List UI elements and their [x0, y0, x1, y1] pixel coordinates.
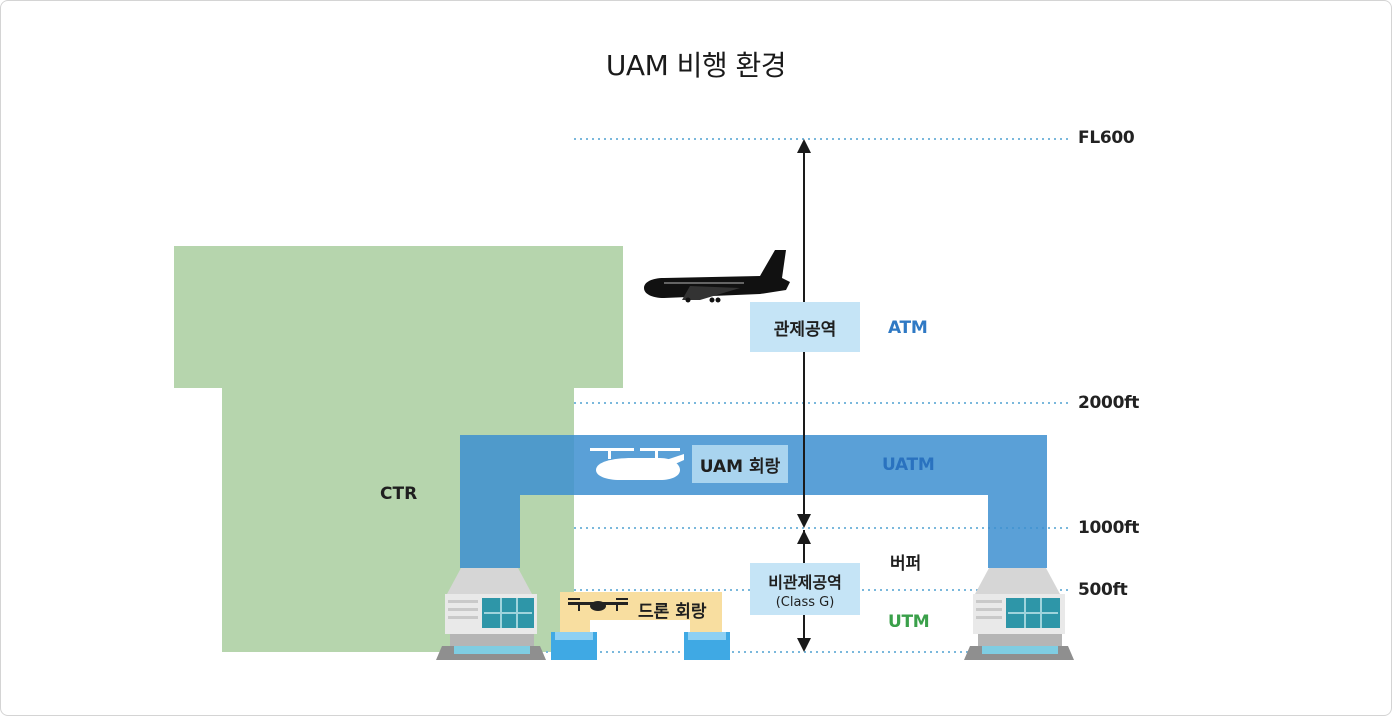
arrow-head-bottom: [797, 638, 811, 652]
uam-corridor-box: UAM 회랑: [692, 445, 788, 483]
uam-corridor-label: UAM 회랑: [699, 456, 781, 477]
ft500-label: 500ft: [1078, 580, 1128, 600]
uncontrolled-airspace-box: 비관제공역 (Class G): [750, 563, 860, 615]
uatm-label: UATM: [882, 455, 935, 475]
drone-pad-left-top: [555, 632, 593, 640]
drone-corridor-label: 드론 회랑: [638, 602, 707, 622]
uncontrolled-class-label: (Class G): [775, 594, 835, 610]
ft2000-label: 2000ft: [1078, 393, 1140, 413]
fl600-label: FL600: [1078, 128, 1135, 148]
vertiport-building-icon: [436, 568, 546, 660]
airplane-icon: [644, 250, 790, 303]
drone-pad-right-top: [688, 632, 726, 640]
buffer-label: 버퍼: [890, 554, 922, 574]
arrow-head-top: [797, 139, 811, 153]
atm-label: ATM: [888, 318, 928, 338]
uncontrolled-airspace-label: 비관제공역: [768, 572, 842, 592]
vertiport-building-icon: [964, 568, 1074, 660]
diagram-title: UAM 비행 환경: [605, 49, 787, 82]
controlled-airspace-label: 관제공역: [773, 319, 837, 340]
ft1000-label: 1000ft: [1078, 518, 1140, 538]
controlled-airspace-box: 관제공역: [750, 302, 860, 352]
arrow-head-1000-up: [797, 530, 811, 544]
drone-icon: [568, 598, 628, 611]
uam-aircraft-icon: [590, 448, 684, 480]
ctr-label: CTR: [380, 484, 418, 504]
arrow-head-1000-down: [797, 514, 811, 528]
utm-label: UTM: [888, 612, 930, 632]
